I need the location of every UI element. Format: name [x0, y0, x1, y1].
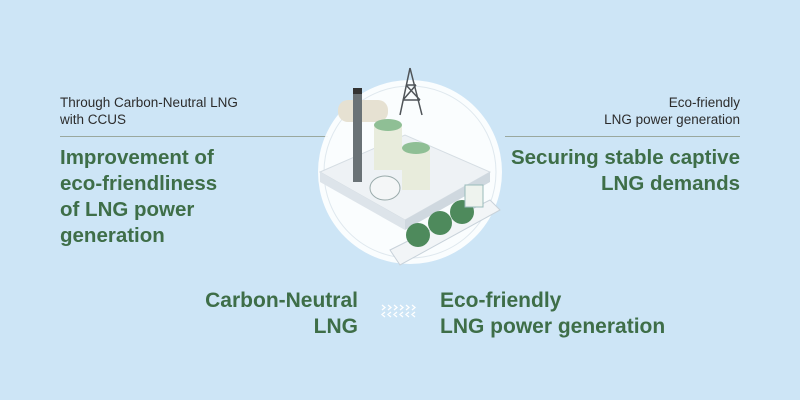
left-title: Improvement of eco-friendliness of LNG p…: [60, 145, 217, 249]
bottom-left-label: Carbon-Neutral LNG: [205, 288, 358, 340]
left-subtitle: Through Carbon-Neutral LNG with CCUS: [60, 94, 238, 128]
chimney-icon: [353, 92, 362, 182]
bottom-right-line: Eco-friendly: [440, 289, 562, 312]
left-subtitle-line: Through Carbon-Neutral LNG: [60, 95, 238, 110]
right-title: Securing stable captive LNG demands: [511, 145, 740, 197]
left-title-line: of LNG power: [60, 198, 195, 221]
right-title-line: Securing stable captive: [510, 146, 740, 169]
gas-holder-icon: [369, 175, 401, 201]
bottom-right-label: Eco-friendly LNG power generation: [440, 288, 665, 340]
bottom-right-line: LNG power generation: [440, 315, 666, 338]
bottom-left-line: Carbon-Neutral: [205, 289, 358, 312]
building-icon: [338, 100, 388, 122]
left-title-line: generation: [60, 224, 165, 247]
lng-plant-illustration: [318, 67, 502, 266]
right-subtitle: Eco-friendly LNG power generation: [604, 94, 740, 128]
right-title-line: LNG demands: [601, 172, 740, 195]
double-chevron-arrow-icon: [380, 304, 417, 318]
right-subtitle-line: Eco-friendly: [668, 95, 740, 110]
bottom-left-line: LNG: [313, 315, 358, 338]
left-subtitle-line: with CCUS: [60, 112, 127, 127]
storage-tank-icon: [374, 119, 430, 190]
oil-derrick-icon: [399, 67, 423, 116]
left-title-line: eco-friendliness: [60, 172, 218, 195]
right-subtitle-line: LNG power generation: [604, 112, 740, 127]
lng-carrier-ship-icon: [389, 184, 501, 266]
left-divider: [60, 136, 328, 137]
right-divider: [505, 136, 740, 137]
left-title-line: Improvement of: [60, 146, 214, 169]
